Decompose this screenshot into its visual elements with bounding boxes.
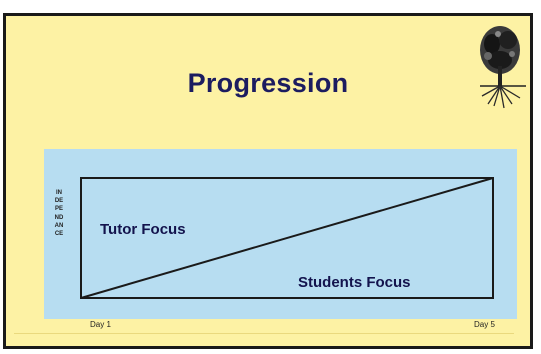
y-axis-label: INDEPENDANCE	[54, 190, 64, 238]
progression-diagram-panel: INDEPENDANCE Tutor Focus Students Focus …	[44, 149, 517, 329]
tree-logo-icon	[480, 26, 526, 109]
progression-diagonal-line	[80, 177, 494, 299]
x-end-label: Day 5	[474, 320, 495, 329]
x-start-label: Day 1	[90, 320, 111, 329]
diagram-frame	[80, 177, 494, 299]
students-focus-label: Students Focus	[298, 274, 411, 291]
bottom-rule	[14, 333, 514, 334]
progression-diagram	[80, 177, 494, 299]
slide-title: Progression	[187, 68, 349, 98]
tutor-focus-label: Tutor Focus	[100, 221, 186, 238]
slide: Progression INDEPENDANCE Tutor Focus Stu…	[3, 13, 533, 349]
